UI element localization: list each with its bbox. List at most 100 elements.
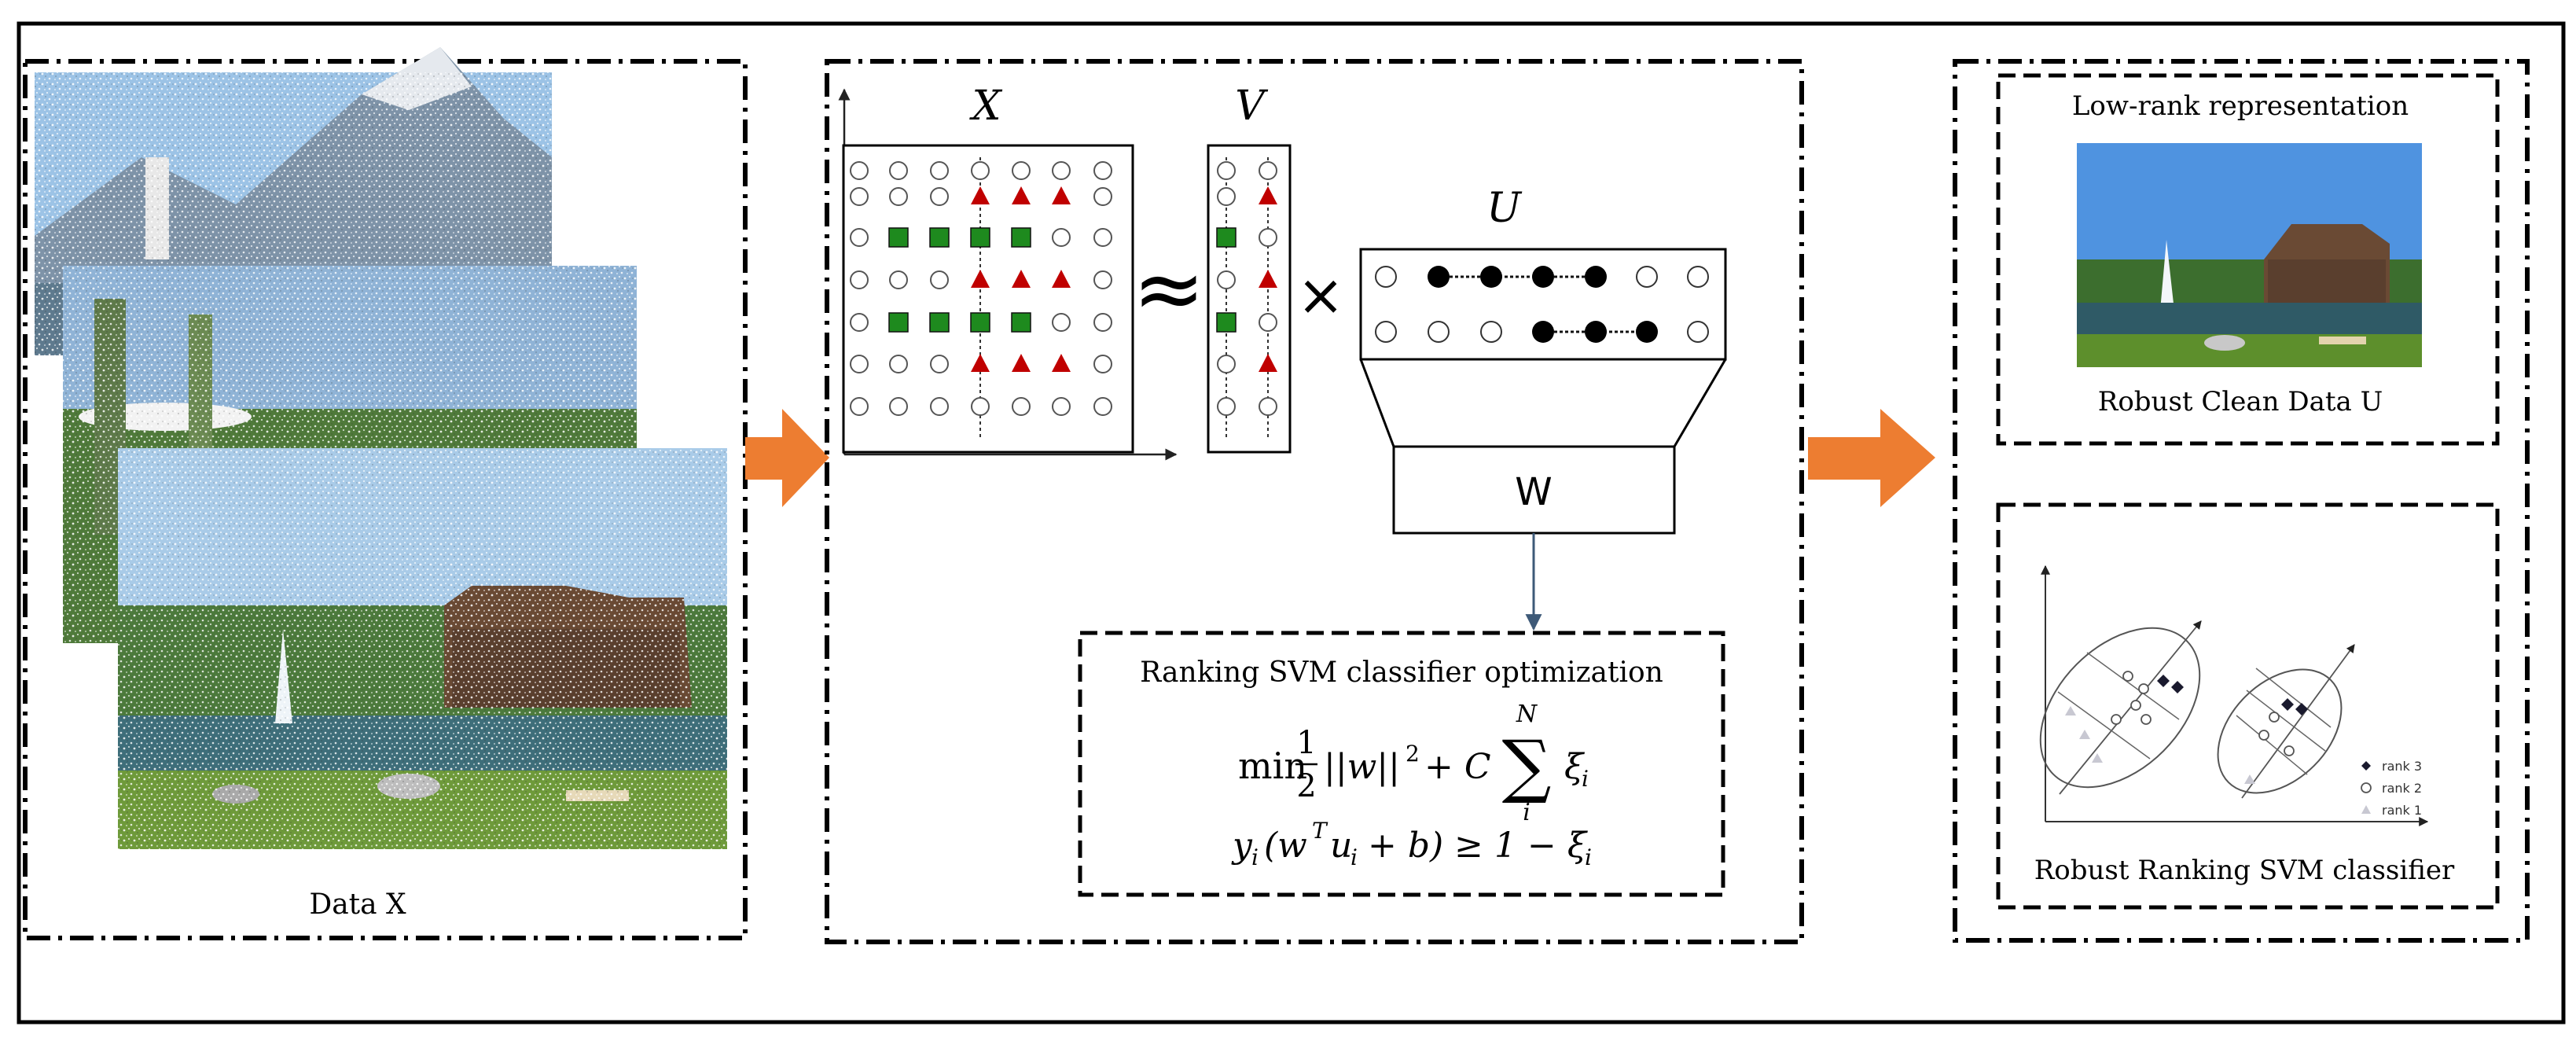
orange-arrow-right (1808, 409, 1935, 507)
svm-cluster-2 (2217, 668, 2343, 794)
matrix-x-empty-entry (889, 161, 908, 180)
svm-legend: rank 3 rank 2 rank 1 (2361, 759, 2422, 818)
constraint-y-sub: i (1251, 844, 1259, 870)
matrix-v-triangle-entry (1259, 354, 1277, 372)
matrix-x-square-entry (929, 312, 950, 333)
clean-data-caption: Robust Clean Data U (2098, 386, 2383, 418)
xi-subscript: i (1582, 766, 1589, 792)
optimization-box (1078, 631, 1725, 897)
plus-c-text: + C (1424, 747, 1491, 787)
svm-direction-2 (2241, 644, 2355, 799)
matrix-u-filled-entry (1585, 266, 1607, 288)
matrix-x-label: X (968, 83, 1002, 130)
matrix-x-empty-entry (1093, 355, 1112, 373)
matrix-x-empty-entry (930, 161, 949, 180)
matrix-x-empty-entry (850, 187, 869, 206)
matrix-v-empty-entry (1217, 397, 1236, 416)
matrix-x-triangle-entry (1012, 186, 1031, 204)
matrix-x-empty-entry (850, 355, 869, 373)
matrix-v-square-entry (1216, 312, 1237, 333)
data-panel-border (23, 59, 748, 940)
constraint-u-sub: i (1350, 844, 1358, 870)
svm-margin-3 (2236, 715, 2308, 775)
matrix-u-entries (1375, 266, 1709, 343)
w-label: W (1515, 470, 1552, 514)
matrix-x-empty-entry (1012, 397, 1031, 416)
matrix-v-empty-entry (1259, 397, 1277, 416)
w-box (1392, 445, 1676, 535)
matrix-x-empty-entry (889, 187, 908, 206)
matrix-u-empty-entry (1636, 266, 1658, 288)
matrix-x-triangle-entry (1012, 270, 1031, 288)
svm-plot: rank 3 rank 2 rank 1 (2039, 565, 2429, 826)
matrix-u-filled-entry (1532, 266, 1554, 288)
matrix-x-square-entry (1011, 227, 1031, 248)
constraint-rest: + b) ≥ 1 − ξ (1368, 826, 1589, 866)
legend-rank1-label: rank 1 (2382, 803, 2422, 818)
matrix-v-empty-entry (1259, 161, 1277, 180)
matrix-u-empty-entry (1687, 266, 1709, 288)
matrix-x-empty-entry (850, 228, 869, 247)
matrix-x-empty-entry (850, 397, 869, 416)
matrix-x-empty-entry (971, 161, 990, 180)
constraint-rest-sub: i (1585, 844, 1592, 870)
svm-margin-5 (2255, 668, 2332, 728)
matrix-u-filled-entry (1636, 321, 1658, 343)
matrix-v-empty-entry (1217, 161, 1236, 180)
optimization-title: Ranking SVM classifier optimization (1140, 657, 1663, 689)
legend-rank2-marker (2361, 782, 2372, 793)
svm-margin-1 (2057, 691, 2151, 760)
sum-lower: i (1523, 799, 1531, 826)
sum-upper: N (1516, 701, 1538, 728)
clean-image (2077, 143, 2422, 367)
matrix-v-empty-entry (1217, 187, 1236, 206)
data-x-caption: Data X (309, 888, 406, 921)
svm-margin-4 (2246, 690, 2326, 752)
matrix-u-filled-entry (1585, 321, 1607, 343)
matrix-x-empty-entry (1052, 161, 1071, 180)
matrix-x-square-entry (888, 227, 909, 248)
svm-points-rank1 (2065, 706, 2255, 784)
matrix-u-empty-entry (1480, 321, 1502, 343)
matrix-x-empty-entry (1093, 187, 1112, 206)
matrix-u-empty-entry (1375, 266, 1397, 288)
matrix-x-empty-entry (1052, 397, 1071, 416)
matrix-x-empty-entry (889, 270, 908, 289)
matrix-x-empty-entry (930, 270, 949, 289)
matrix-x-square-entry (888, 312, 909, 333)
svm-points-rank3 (2157, 675, 2308, 715)
svm-direction-1 (2059, 620, 2202, 795)
matrix-x-square-entry (929, 227, 950, 248)
matrix-x-empty-entry (1012, 161, 1031, 180)
matrix-u-filled-entry (1480, 266, 1502, 288)
low-rank-box (1996, 73, 2500, 446)
xi-text: ξ (1564, 747, 1586, 787)
constraint-y: y (1231, 826, 1253, 866)
matrix-x-empty-entry (889, 355, 908, 373)
matrix-u-empty-entry (1428, 321, 1450, 343)
projection-line-left (1359, 359, 1395, 447)
matrix-x-empty-entry (1052, 313, 1071, 332)
matrix-u-empty-entry (1375, 321, 1397, 343)
matrix-u-empty-entry (1687, 321, 1709, 343)
sum-symbol: ∑ (1502, 725, 1552, 806)
projection-line-right (1673, 359, 1727, 447)
output-panel-border (1953, 59, 2530, 943)
matrix-x-empty-entry (850, 161, 869, 180)
svm-points-rank2 (2111, 671, 2295, 756)
frac-denominator: 2 (1296, 768, 1316, 804)
matrix-x-square-entry (970, 227, 990, 248)
approx-symbol: ≈ (1133, 238, 1205, 339)
legend-rank2-label: rank 2 (2382, 781, 2422, 796)
matrix-u-label: U (1486, 185, 1523, 232)
legend-rank1-marker (2361, 805, 2371, 814)
matrix-v-empty-entry (1217, 355, 1236, 373)
matrix-v-triangle-entry (1259, 270, 1277, 288)
norm-square: 2 (1406, 741, 1420, 767)
low-rank-title: Low-rank representation (2072, 90, 2409, 122)
matrix-x-empty-entry (850, 270, 869, 289)
matrix-v-label: V (1235, 83, 1268, 130)
legend-rank3-marker (2361, 761, 2371, 771)
noisy-image-lake-house (118, 448, 727, 849)
